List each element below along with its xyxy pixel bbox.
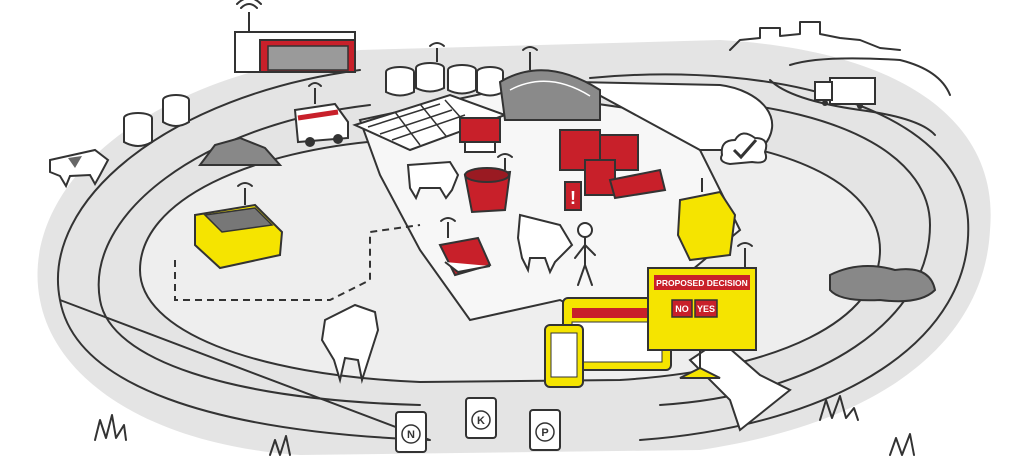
transport-truck bbox=[814, 77, 876, 109]
decision-title: PROPOSED DECISION bbox=[656, 278, 748, 288]
grass-tuft-left bbox=[94, 414, 127, 441]
grass-tuft-center bbox=[269, 435, 291, 456]
checkmark-cloud-icon bbox=[732, 139, 758, 160]
alert-icon: ! bbox=[570, 188, 576, 208]
highway-road bbox=[769, 57, 951, 136]
fertilizer-canister-k: K bbox=[465, 397, 497, 439]
delivery-van bbox=[293, 82, 349, 147]
cow-with-farmer bbox=[516, 213, 596, 286]
wireless-antenna-icon bbox=[737, 242, 753, 247]
no-button-label: NO bbox=[675, 304, 689, 314]
tank-farm bbox=[385, 42, 504, 97]
manure-heap bbox=[198, 136, 283, 166]
field-boundary-dashed bbox=[174, 224, 421, 301]
storage-hall bbox=[498, 46, 601, 121]
decision-terminal: PROPOSED DECISION NO YES bbox=[647, 242, 757, 379]
cow-in-yard bbox=[406, 160, 460, 201]
city-skyline bbox=[729, 21, 901, 51]
fertilizer-letter-n: N bbox=[407, 429, 415, 441]
yellow-field-robot bbox=[194, 182, 284, 270]
milking-parlour-equipment: ! bbox=[559, 129, 667, 211]
farm-devices bbox=[544, 297, 672, 388]
storage-silos bbox=[123, 94, 190, 147]
yes-button-label: YES bbox=[697, 304, 715, 314]
decision-cloud bbox=[720, 132, 768, 166]
cow-grazing-bottom bbox=[320, 303, 380, 384]
fertilizer-canister-p: P bbox=[529, 409, 561, 451]
feed-pusher-robot bbox=[438, 217, 492, 277]
feed-dispenser bbox=[459, 117, 501, 153]
feed-mixer bbox=[463, 153, 513, 214]
outer-ring-road bbox=[57, 69, 970, 441]
yes-button[interactable] bbox=[694, 299, 718, 318]
slurry-lagoon bbox=[829, 265, 937, 303]
fertilizer-canister-n: N bbox=[395, 411, 427, 453]
fertilizer-letter-k: K bbox=[477, 415, 485, 427]
yellow-fuel-tank bbox=[676, 178, 737, 262]
processing-plant bbox=[234, 0, 356, 73]
no-button[interactable] bbox=[671, 299, 693, 318]
grass-tuft-far-right bbox=[889, 433, 915, 456]
cow-grazing-left bbox=[49, 148, 110, 189]
grass-tuft-right bbox=[819, 395, 859, 421]
fertilizer-letter-p: P bbox=[541, 427, 548, 439]
